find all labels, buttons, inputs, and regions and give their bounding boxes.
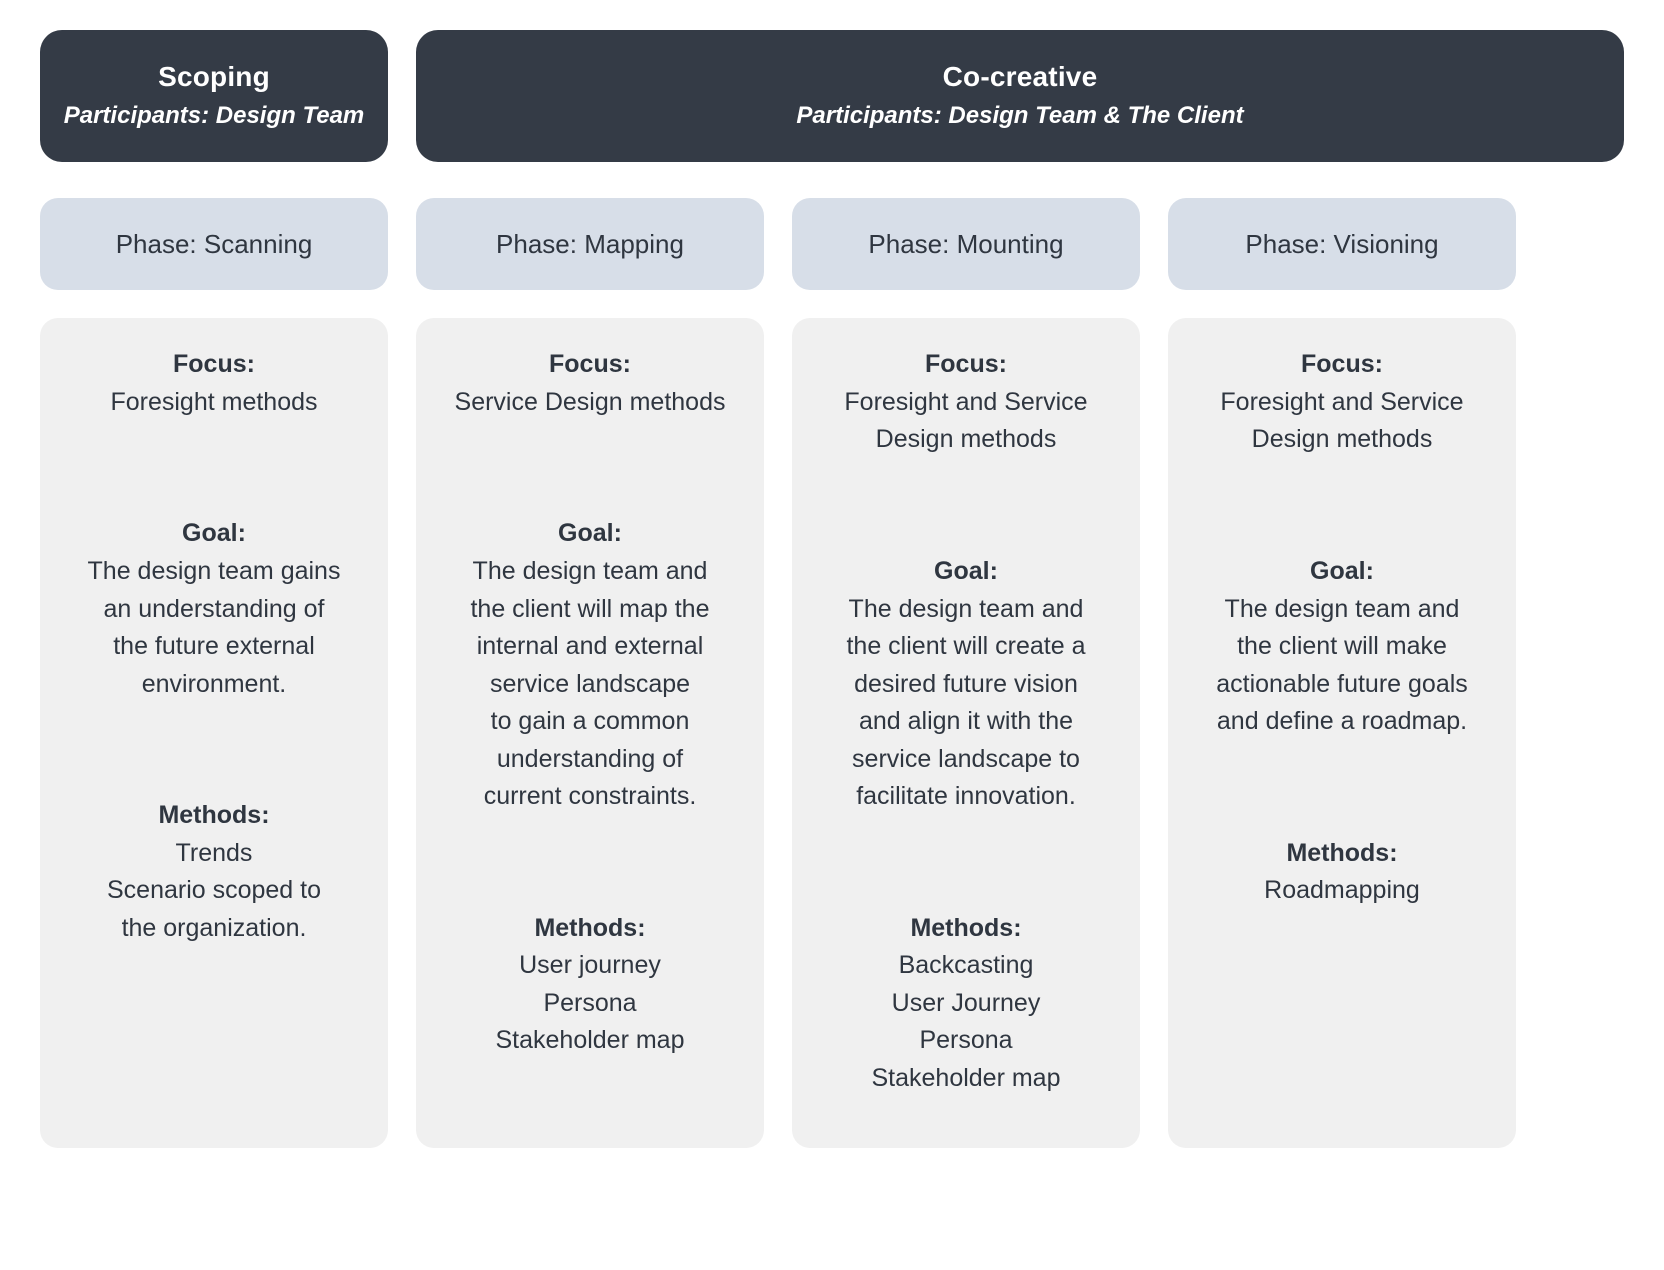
phase-pill-mapping: Phase: Mapping [416, 198, 764, 290]
goal-text: The design team and the client will map … [470, 557, 710, 810]
goal-text: The design team and the client will crea… [846, 594, 1086, 811]
goal-block: Goal: The design team and the client wil… [432, 517, 748, 815]
goal-text: The design team gains an understanding o… [87, 557, 341, 698]
goal-block: Goal: The design team and the client wil… [808, 555, 1124, 816]
focus-label: Focus: [925, 350, 1007, 378]
goal-label: Goal: [1310, 556, 1374, 585]
phase-row: Phase: Scanning Phase: Mapping Phase: Mo… [40, 198, 1624, 290]
focus-text: Foresight and Service Design methods [844, 387, 1088, 454]
methods-text: Roadmapping [1264, 876, 1420, 905]
focus-text: Foresight and Service Design methods [1220, 387, 1464, 454]
focus-block: Focus: Service Design methods [432, 348, 748, 421]
focus-block: Focus: Foresight and Service Design meth… [1184, 348, 1500, 459]
phase-pill-scanning: Phase: Scanning [40, 198, 388, 290]
phase-pill-visioning: Phase: Visioning [1168, 198, 1516, 290]
focus-label: Focus: [549, 350, 631, 378]
goal-label: Goal: [934, 556, 998, 585]
content-card-visioning: Focus: Foresight and Service Design meth… [1168, 318, 1516, 1148]
methods-block: Methods: Backcasting User Journey Person… [808, 912, 1124, 1098]
stage-participants-scoping: Participants: Design Team [63, 102, 365, 130]
goal-block: Goal: The design team and the client wil… [1184, 555, 1500, 741]
methods-block: Methods: Roadmapping [1184, 837, 1500, 910]
focus-block: Focus: Foresight methods [56, 348, 372, 421]
focus-block: Focus: Foresight and Service Design meth… [808, 348, 1124, 459]
methods-label: Methods: [534, 913, 646, 942]
goal-text: The design team and the client will make… [1216, 594, 1468, 736]
methods-text: User journey Persona Stakeholder map [495, 951, 685, 1055]
stage-header-row: Scoping Participants: Design Team Co-cre… [40, 30, 1624, 162]
focus-text: Service Design methods [454, 387, 726, 416]
content-card-row: Focus: Foresight methods Goal: The desig… [40, 318, 1624, 1148]
methods-block: Methods: User journey Persona Stakeholde… [432, 912, 748, 1060]
stage-card-cocreative: Co-creative Participants: Design Team & … [416, 30, 1624, 162]
stage-card-scoping: Scoping Participants: Design Team [40, 30, 388, 162]
content-card-mounting: Focus: Foresight and Service Design meth… [792, 318, 1140, 1148]
methods-block: Methods: Trends Scenario scoped to the o… [56, 799, 372, 947]
methods-label: Methods: [910, 913, 1022, 942]
stage-title-scoping: Scoping [158, 61, 270, 93]
focus-label: Focus: [1301, 350, 1383, 378]
methods-text: Trends Scenario scoped to the organizati… [106, 838, 322, 942]
content-card-scanning: Focus: Foresight methods Goal: The desig… [40, 318, 388, 1148]
goal-label: Goal: [558, 519, 622, 548]
focus-label: Focus: [173, 350, 255, 378]
methods-label: Methods: [1286, 838, 1398, 867]
methods-label: Methods: [158, 801, 270, 829]
content-card-mapping: Focus: Service Design methods Goal: The … [416, 318, 764, 1148]
focus-text: Foresight methods [110, 387, 318, 416]
stage-participants-cocreative: Participants: Design Team & The Client [796, 102, 1244, 130]
methods-text: Backcasting User Journey Persona Stakeho… [871, 951, 1061, 1092]
stage-title-cocreative: Co-creative [942, 61, 1098, 93]
goal-label: Goal: [182, 519, 246, 548]
phase-pill-mounting: Phase: Mounting [792, 198, 1140, 290]
goal-block: Goal: The design team gains an understan… [56, 517, 372, 703]
